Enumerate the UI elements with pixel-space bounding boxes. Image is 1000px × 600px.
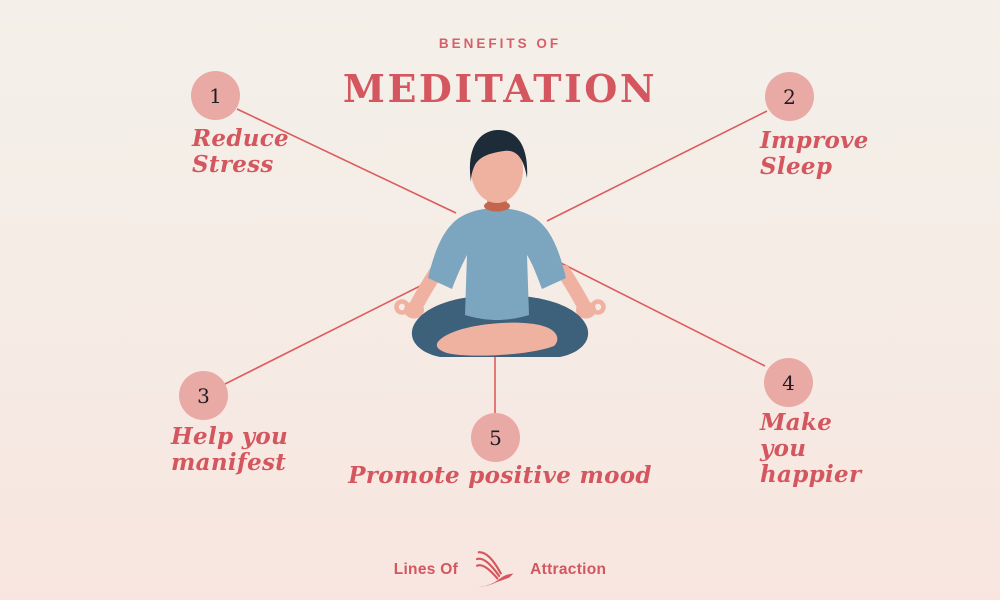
- benefit-circle-3: 3: [179, 371, 228, 420]
- benefit-number-1: 1: [209, 83, 222, 108]
- connector-line-4: [550, 257, 766, 367]
- neck: [487, 180, 507, 208]
- brand-text-left: Lines Of: [393, 561, 459, 578]
- benefit-label-5: Promote positive mood: [348, 462, 652, 489]
- benefit-circle-2: 2: [765, 72, 814, 121]
- benefit-number-4: 4: [782, 370, 795, 395]
- crossed-shin-foot: [436, 322, 558, 356]
- neck-shadow: [484, 200, 510, 212]
- benefit-circle-4: 4: [764, 358, 813, 407]
- page-title: MEDITATION: [342, 66, 658, 111]
- benefit-number-3: 3: [197, 383, 210, 408]
- connector-line-2: [546, 110, 768, 222]
- benefit-number-2: 2: [783, 84, 796, 109]
- brand-text-right: Attraction: [530, 561, 607, 578]
- benefit-label-3: Help you manifest: [171, 423, 289, 476]
- connector-line-3: [224, 271, 449, 385]
- header-eyebrow: BENEFITS OF: [438, 36, 562, 51]
- benefit-circle-5: 5: [471, 413, 520, 462]
- right-forearm: [557, 265, 591, 313]
- face: [471, 137, 523, 203]
- right-hand: [576, 301, 596, 319]
- hair: [469, 129, 528, 182]
- meditating-man-illustration: [394, 129, 606, 357]
- t-shirt-torso: [428, 208, 566, 320]
- trousers-crossed-legs: [411, 295, 589, 357]
- right-mudra-ring: [590, 299, 606, 315]
- left-hand: [404, 301, 424, 319]
- left-mudra-ring: [394, 299, 410, 315]
- phoenix-bird-icon: [476, 551, 514, 587]
- left-forearm: [409, 265, 443, 313]
- benefit-label-1: Reduce Stress: [192, 125, 289, 178]
- footer-logo: Lines Of Attraction: [0, 548, 1000, 592]
- benefit-number-5: 5: [489, 425, 502, 450]
- benefit-label-2: Improve Sleep: [760, 127, 869, 180]
- benefit-circle-1: 1: [191, 71, 240, 120]
- benefit-label-4: Make you happier: [760, 409, 862, 488]
